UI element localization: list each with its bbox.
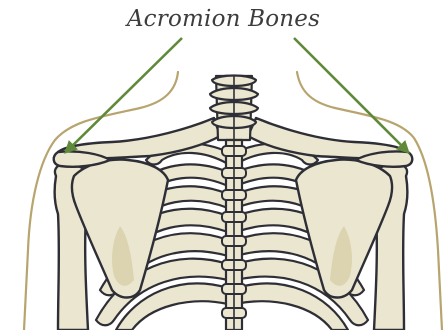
- figure-label: Acromion Bones: [0, 6, 447, 32]
